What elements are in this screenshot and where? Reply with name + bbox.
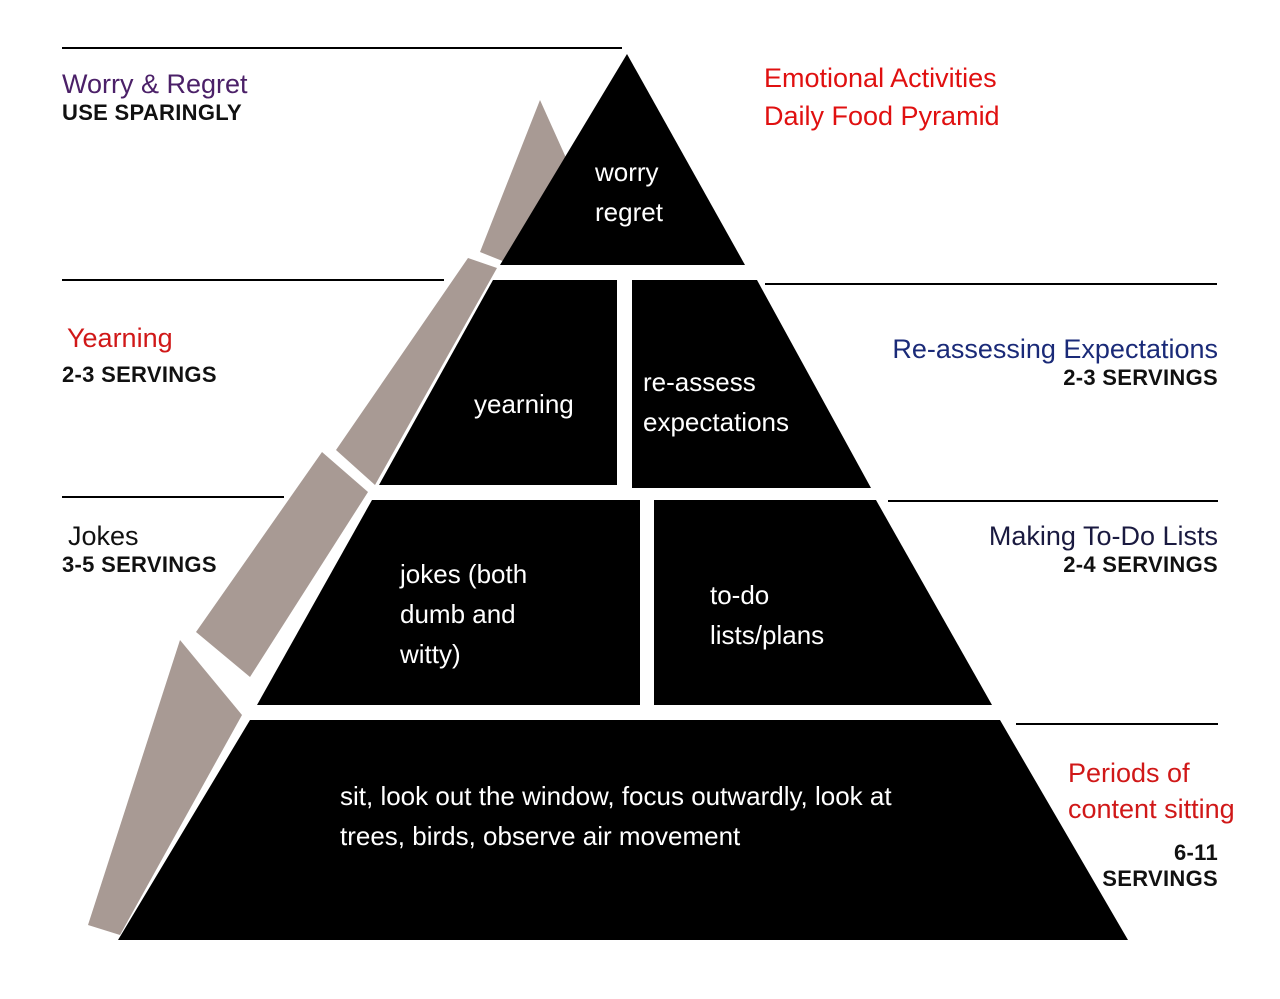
shadow-strip-base [88, 640, 242, 935]
shadow-strip-jokes [196, 452, 368, 677]
rule-level4-right [1016, 723, 1218, 725]
label-to-do-servings: 2-4 SERVINGS [1063, 552, 1218, 578]
block-text-worry-regret: worry regret [595, 152, 663, 232]
servings-line-1: 6-11 [1173, 840, 1218, 865]
block-line: trees, birds, observe air movement [340, 821, 741, 851]
rule-level2-left [62, 279, 444, 281]
block-to-do [654, 500, 992, 705]
label-re-assessing-servings: 2-3 SERVINGS [1063, 365, 1218, 391]
label-jokes-name: Jokes [68, 521, 139, 551]
block-text-re-assess: re-assess expectations [643, 362, 789, 442]
label-to-do-name: Making To-Do Lists [988, 521, 1218, 551]
label-worry-regret: Worry & Regret USE SPARINGLY [62, 68, 248, 127]
rule-top-left [62, 47, 622, 49]
block-text-to-do: to-do lists/plans [710, 575, 824, 655]
block-text-yearning: yearning [474, 384, 574, 424]
label-jokes: Jokes 3-5 SERVINGS [62, 520, 217, 579]
block-line: worry [595, 157, 659, 187]
label-content-sitting: Periods of content sitting [1068, 757, 1235, 826]
label-content-sitting-name-1: Periods of [1068, 758, 1190, 788]
diagram-title: Emotional Activities Daily Food Pyramid [764, 62, 1000, 133]
block-line: lists/plans [710, 620, 825, 650]
block-line: expectations [643, 407, 789, 437]
block-line: to-do [710, 580, 770, 610]
title-line-2: Daily Food Pyramid [764, 101, 1000, 132]
block-line: regret [595, 197, 663, 227]
label-re-assessing: Re-assessing Expectations 2-3 SERVINGS [892, 333, 1218, 392]
block-line: witty) [400, 639, 461, 669]
block-line: jokes (both [400, 559, 528, 589]
label-to-do: Making To-Do Lists 2-4 SERVINGS [989, 520, 1218, 579]
label-yearning-servings: 2-3 SERVINGS [62, 362, 217, 388]
block-text-jokes: jokes (both dumb and witty) [400, 554, 527, 674]
block-line: dumb and [400, 599, 516, 629]
rule-level2-right [765, 283, 1217, 285]
block-text-content-sitting: sit, look out the window, focus outwardl… [340, 776, 892, 856]
rule-level3-left [62, 496, 284, 498]
label-re-assessing-name: Re-assessing Expectations [892, 334, 1218, 364]
label-jokes-servings: 3-5 SERVINGS [62, 552, 217, 578]
shadow-strip-yearning [336, 258, 497, 485]
label-content-sitting-servings: 6-11 SERVINGS [1102, 840, 1218, 893]
label-worry-regret-servings: USE SPARINGLY [62, 100, 242, 126]
servings-line-2: SERVINGS [1102, 866, 1218, 892]
block-re-assess [632, 280, 871, 488]
label-yearning: Yearning 2-3 SERVINGS [62, 322, 217, 389]
block-content-sitting [118, 720, 1128, 940]
label-content-sitting-name-2: content sitting [1068, 794, 1235, 825]
label-worry-regret-name: Worry & Regret [62, 69, 248, 99]
shadow-strip-top [480, 100, 585, 262]
block-yearning [379, 280, 617, 485]
block-jokes [257, 500, 640, 705]
block-worry-regret [500, 54, 745, 265]
title-line-1: Emotional Activities [764, 63, 997, 93]
block-line: yearning [474, 389, 574, 419]
label-yearning-name: Yearning [67, 323, 173, 353]
block-line: sit, look out the window, focus outwardl… [340, 781, 892, 811]
block-line: re-assess [643, 367, 756, 397]
rule-level3-right [888, 500, 1218, 502]
